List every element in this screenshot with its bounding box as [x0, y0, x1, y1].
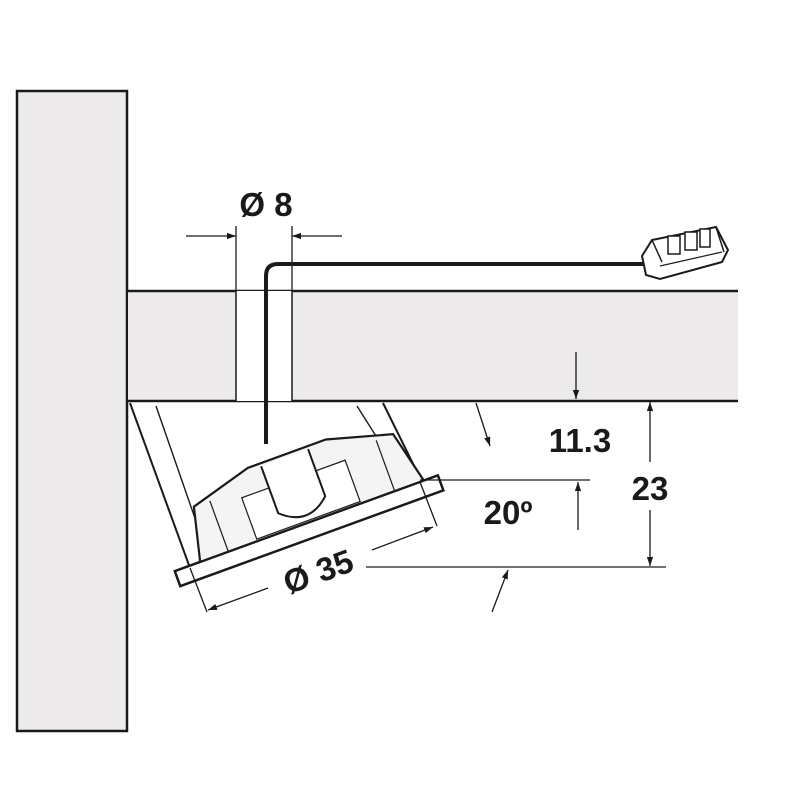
plug-connector-icon: [640, 225, 730, 281]
label-overall-height: 23: [632, 470, 669, 507]
dimension-recess-depth: 11.3: [475, 352, 611, 459]
dimension-cable-hole: Ø 8: [186, 186, 342, 290]
label-recess-depth: 11.3: [549, 422, 611, 459]
label-light-diameter: Ø 35: [278, 542, 358, 601]
dimension-overall-height: 23: [366, 402, 669, 568]
label-tilt-angle: 20º: [484, 494, 533, 531]
side-panel: [15, 89, 129, 733]
dimension-tilt-angle: 20º: [420, 479, 590, 613]
shelf: [128, 289, 738, 403]
power-cable: [264, 262, 650, 444]
spotlight: [173, 433, 445, 588]
label-cable-hole-diameter: Ø 8: [239, 186, 292, 223]
